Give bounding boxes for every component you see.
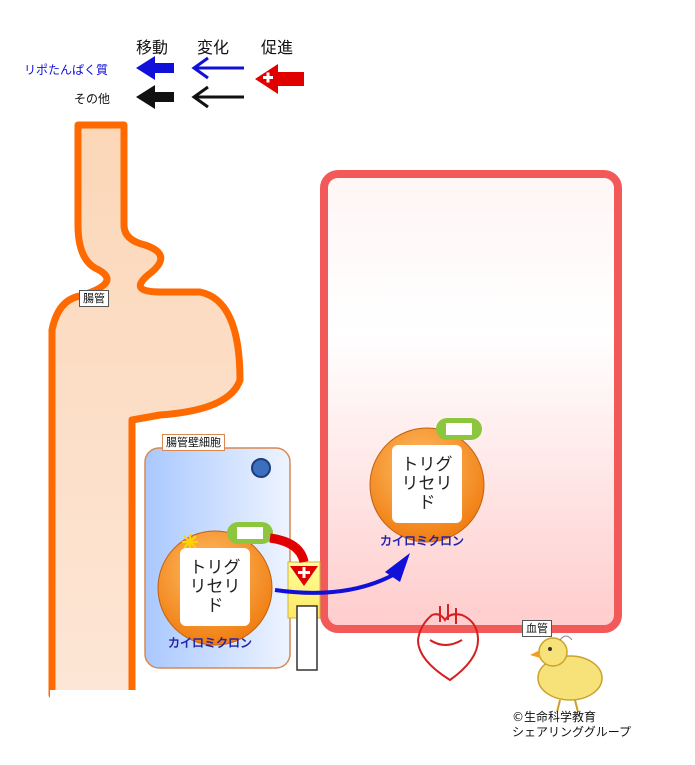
heart-icon xyxy=(416,604,480,682)
chylomicron-vessel-name: カイロミクロン xyxy=(380,534,465,548)
chick-mascot-icon xyxy=(530,635,603,713)
cell-nucleus xyxy=(251,458,271,478)
promote-curve-arrow xyxy=(269,533,309,564)
blood-vessel xyxy=(320,170,622,633)
credit-line2: シェアリンググループ xyxy=(512,725,632,739)
legend-change-blue-arrow xyxy=(191,56,244,80)
credit-line1: ©生命科学教育 xyxy=(512,710,597,724)
chylomicron-cell-name: カイロミクロン xyxy=(168,636,253,650)
membrane-slot xyxy=(296,605,318,671)
intestine-tube xyxy=(48,121,244,699)
legend-label-lipoprotein: リポたんぱく質 xyxy=(24,63,109,77)
sparkle-icon xyxy=(182,534,198,550)
legend-promote-arrow xyxy=(255,64,304,94)
chylomicron-cell-core: トリグ リセリ ド xyxy=(180,548,250,626)
legend-label-other: その他 xyxy=(74,92,111,106)
transport-arrow xyxy=(274,573,394,595)
legend-header-move: 移動 xyxy=(136,38,169,57)
legend-header-change: 変化 xyxy=(197,38,230,57)
vessel-label: 血管 xyxy=(522,620,552,637)
intestine-label: 腸管 xyxy=(79,290,109,307)
legend-move-black-arrow xyxy=(136,85,174,109)
legend-move-blue-arrow xyxy=(136,56,174,80)
legend-header-promote: 促進 xyxy=(261,38,294,57)
cell-label: 腸管壁細胞 xyxy=(162,434,225,451)
chylomicron-vessel-core: トリグ リセリ ド xyxy=(392,445,462,523)
legend-change-black-arrow xyxy=(191,85,244,109)
